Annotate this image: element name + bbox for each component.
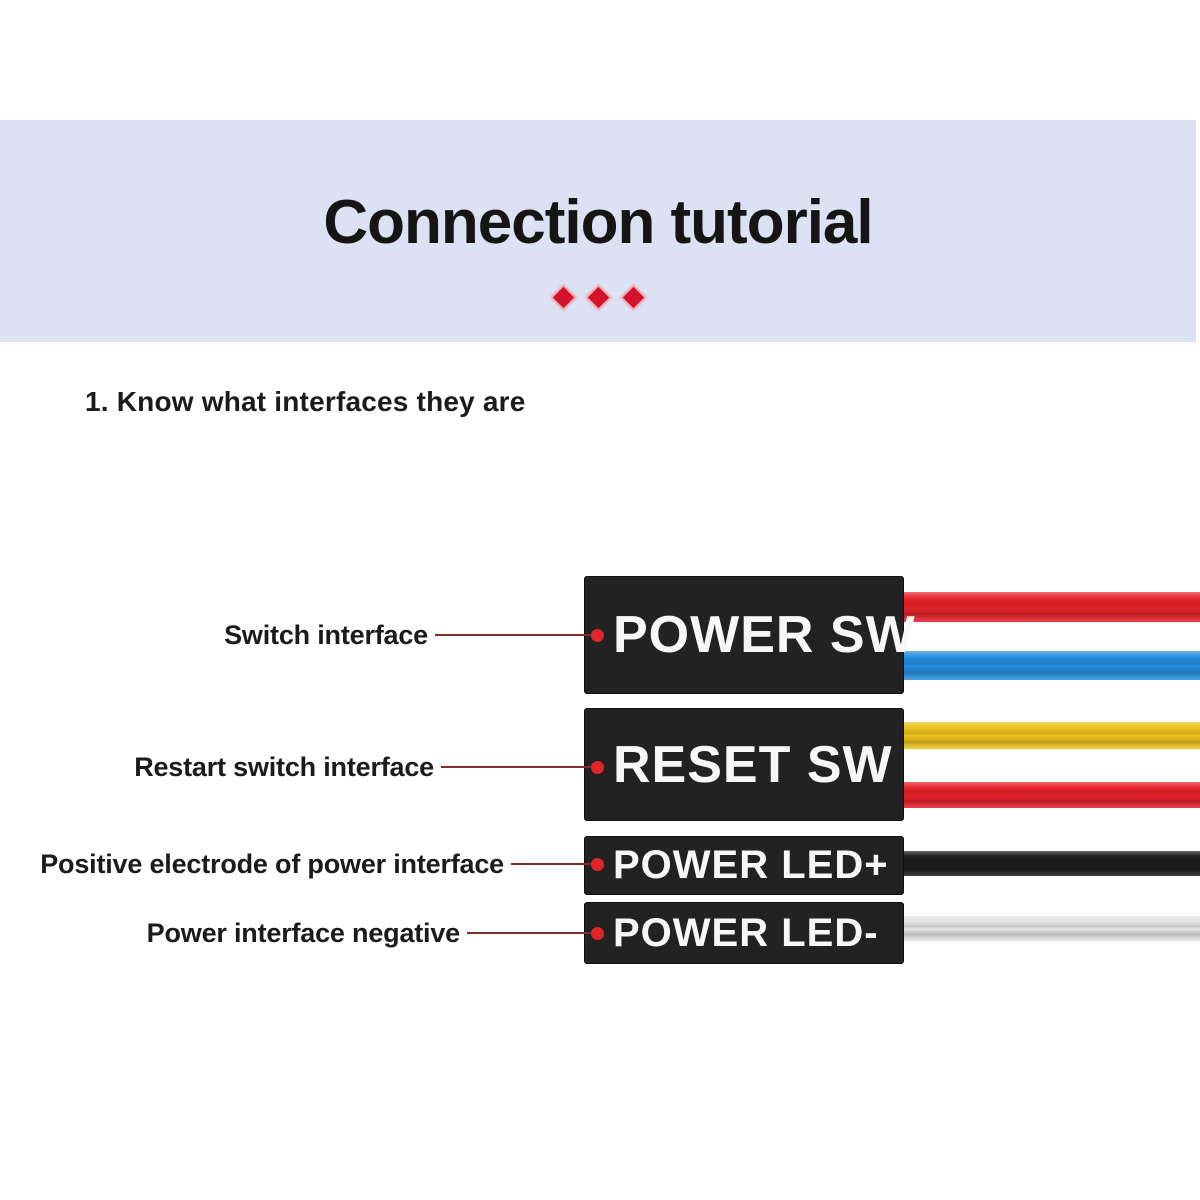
leader-dot-icon [591,760,604,774]
red-wire [898,592,1200,622]
leader-dot-icon [591,926,604,940]
page-title: Connection tutorial [323,188,873,257]
callout-switch-interface: Switch interface [0,615,604,655]
connector-power-led-plus: POWER LED+ [585,837,903,894]
connector-label: RESET SW [613,735,893,794]
leader-line [435,634,591,636]
leader-line [511,863,591,865]
banner: Connection tutorial [0,120,1196,342]
leader-dot-icon [591,628,604,642]
callout-power-negative: Power interface negative [0,913,604,953]
leader-line [441,766,591,768]
connector-label: POWER LED- [613,910,879,955]
blue-wire [898,651,1200,680]
connector-power-led-minus: POWER LED- [585,903,903,963]
connector-reset-sw: RESET SW [585,709,903,820]
white-wire [898,916,1200,941]
connector-label: POWER LED+ [613,843,889,887]
leader-dot-icon [591,857,604,871]
yellow-wire [898,722,1200,749]
callout-restart-switch-interface: Restart switch interface [0,747,604,787]
connector-label: POWER SW [613,606,916,664]
black-wire [898,851,1200,876]
leader-line [467,932,591,934]
callout-label: Power interface negative [146,917,461,948]
callout-label: Positive electrode of power interface [40,848,504,879]
callout-label: Restart switch interface [134,751,434,782]
section-heading: 1. Know what interfaces they are [85,386,526,417]
connector-power-sw: POWER SW [585,577,915,693]
callout-label: Switch interface [224,619,428,650]
red-wire [898,782,1200,808]
callout-power-positive: Positive electrode of power interface [0,844,604,884]
